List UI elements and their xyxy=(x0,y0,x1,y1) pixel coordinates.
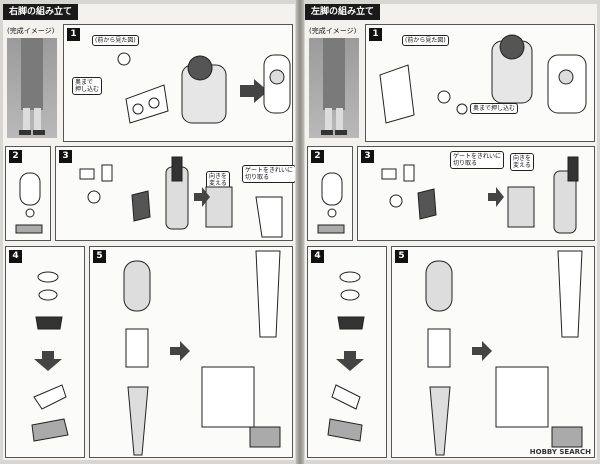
left-step4-number: 4 xyxy=(9,250,22,263)
right-step5-number: 5 xyxy=(395,250,408,263)
left-completed-image-label: (完成イメージ) xyxy=(7,27,55,35)
right-step2-diagram xyxy=(317,172,345,234)
right-completed-image-label: (完成イメージ) xyxy=(309,27,357,35)
left-step2-panel: 2 xyxy=(5,146,51,241)
right-orient-callout: 向きを 変える xyxy=(510,153,535,171)
left-tuck-callout: 奥まで 押し込む xyxy=(72,77,103,95)
right-step3-number: 3 xyxy=(361,150,374,163)
legs-photo-icon xyxy=(321,38,347,135)
right-step4-panel: 4 xyxy=(307,246,387,458)
right-step2-panel: 2 xyxy=(307,146,353,241)
right-page: 左脚の組み立て (完成イメージ) 1 (前から見た図) 奥まで押し込む xyxy=(305,4,597,460)
right-step5-diagram xyxy=(425,250,583,456)
left-gate-callout: ゲートをきれいに 切り取る xyxy=(242,165,295,183)
right-step3-panel: 3 ゲートをきれいに 切り取る 向きを 変える xyxy=(357,146,595,241)
left-step1-diagram xyxy=(117,52,291,124)
right-step1-number: 1 xyxy=(369,28,382,41)
legs-photo-icon xyxy=(19,38,45,135)
left-step5-number: 5 xyxy=(93,250,106,263)
left-step2-number: 2 xyxy=(9,150,22,163)
left-page-title: 右脚の組み立て xyxy=(3,4,79,20)
right-front-view-callout: (前から見た図) xyxy=(402,35,449,46)
right-tuck-callout: 奥まで押し込む xyxy=(470,103,519,114)
right-completed-image-photo xyxy=(309,38,359,138)
left-step3-diagram xyxy=(79,156,283,238)
left-step1-panel: 1 (前から見た図) 奥まで 押し込む xyxy=(63,24,293,142)
right-step2-number: 2 xyxy=(311,150,324,163)
left-completed-image-photo xyxy=(7,38,57,138)
watermark-logo: HOBBY SEARCH xyxy=(529,448,591,456)
left-step2-diagram xyxy=(15,172,43,234)
right-step1-panel: 1 (前から見た図) 奥まで押し込む xyxy=(365,24,595,142)
right-page-title: 左脚の組み立て xyxy=(305,4,381,20)
left-step5-diagram xyxy=(123,250,281,456)
left-step3-panel: 3 ゲートをきれいに 切り取る 向きを 変える xyxy=(55,146,295,241)
left-step4-diagram xyxy=(31,271,69,442)
right-step1-diagram xyxy=(379,34,587,124)
left-step4-panel: 4 xyxy=(5,246,85,458)
right-gate-callout: ゲートをきれいに 切り取る xyxy=(450,151,505,169)
left-step3-number: 3 xyxy=(59,150,72,163)
left-page: 右脚の組み立て (完成イメージ) 1 (前から見た図) 奥まで 押し込む xyxy=(3,4,295,460)
book-gutter xyxy=(296,0,304,464)
right-step4-diagram xyxy=(327,271,365,442)
left-step1-number: 1 xyxy=(67,28,80,41)
right-step4-number: 4 xyxy=(311,250,324,263)
right-step3-diagram xyxy=(381,156,579,234)
left-front-view-callout: (前から見た図) xyxy=(92,35,139,46)
right-step5-panel: 5 xyxy=(391,246,595,458)
left-step5-panel: 5 xyxy=(89,246,293,458)
